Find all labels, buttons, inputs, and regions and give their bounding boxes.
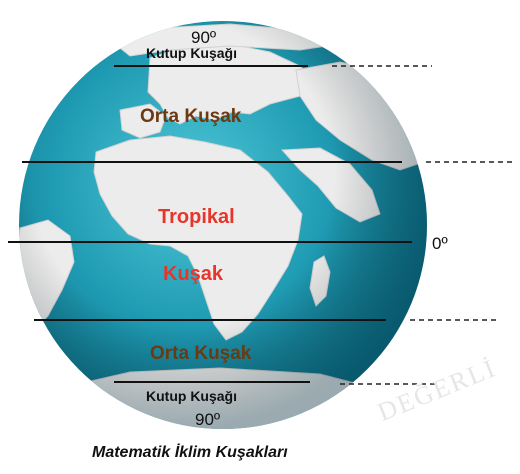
south-temperate-zone-label: Orta Kuşak xyxy=(150,343,252,364)
globe-shading xyxy=(19,21,427,429)
south-pole-degree: 90º xyxy=(195,410,221,429)
north-temperate-zone-label: Orta Kuşak xyxy=(140,106,242,127)
latitude-lines xyxy=(8,65,412,383)
tropical-zone-label-bottom: Kuşak xyxy=(163,263,224,285)
tropical-zone-label-top: Tropikal xyxy=(158,206,235,228)
equator-degree: 0º xyxy=(432,234,448,253)
latitude-guides xyxy=(332,65,514,385)
north-polar-zone-label: Kutup Kuşağı xyxy=(146,45,237,61)
north-pole-degree: 90º xyxy=(191,28,217,47)
south-polar-zone-label: Kutup Kuşağı xyxy=(146,388,237,404)
diagram-caption: Matematik İklim Kuşakları xyxy=(92,444,288,461)
